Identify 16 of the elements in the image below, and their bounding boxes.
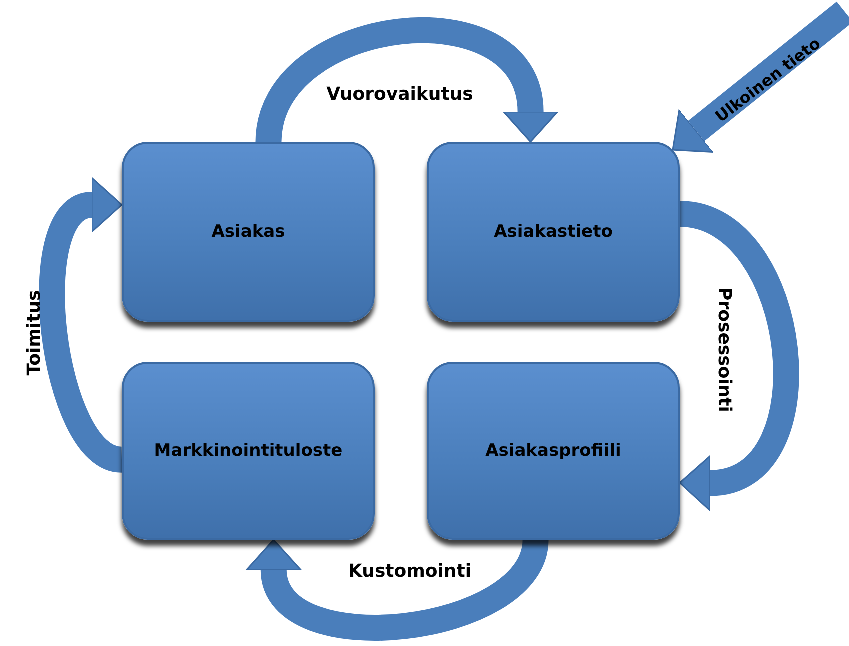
curved-arrow <box>672 2 849 154</box>
box-label: Markkinointituloste <box>153 441 344 461</box>
rounded-box <box>122 362 375 540</box>
curved-arrow <box>678 201 800 511</box>
edge-label: Kustomointi <box>348 561 472 583</box>
rounded-box <box>427 362 680 540</box>
rounded-box <box>122 142 375 322</box>
rounded-box <box>427 142 680 322</box>
edge-label: Toimitus <box>24 290 46 376</box>
curved-arrow <box>246 537 548 641</box>
box-label: Asiakastieto <box>493 222 614 242</box>
box-label: Asiakasprofiili <box>484 441 622 461</box>
edge-label: Prosessointi <box>713 288 735 412</box>
curved-arrow <box>256 18 558 144</box>
box-label: Asiakas <box>210 222 286 242</box>
edge-label: Vuorovaikutus <box>326 84 474 106</box>
